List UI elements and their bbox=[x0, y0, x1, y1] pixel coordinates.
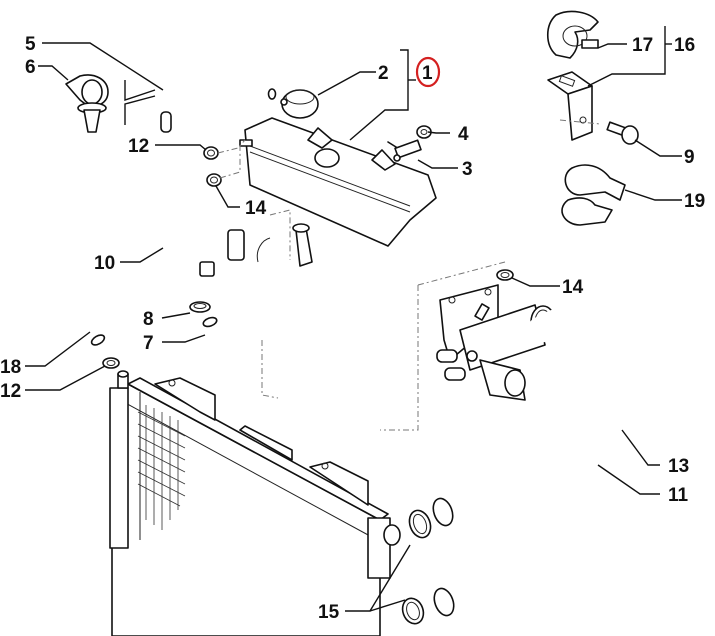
bracket-leader bbox=[124, 80, 156, 101]
double-hose-clip-lower bbox=[561, 164, 626, 226]
hose-clamp bbox=[401, 597, 425, 625]
hose-clamp bbox=[496, 269, 514, 281]
radiator-outlet bbox=[367, 517, 401, 579]
upper-radiator-hose bbox=[527, 305, 645, 455]
callout-3: 3 bbox=[462, 159, 473, 180]
nut bbox=[416, 125, 432, 139]
hose-clamp bbox=[408, 509, 432, 539]
bracket bbox=[547, 71, 593, 141]
hose-clamp bbox=[189, 301, 211, 313]
hose-clamp bbox=[206, 173, 222, 187]
callout-19: 19 bbox=[684, 191, 705, 212]
lower-radiator-hose bbox=[432, 397, 599, 617]
callout-9: 9 bbox=[684, 147, 695, 168]
hose-clamp bbox=[203, 146, 219, 160]
tank-to-radiator-hose bbox=[57, 153, 193, 347]
callout-17: 16 bbox=[674, 35, 695, 56]
callout-13: 13 bbox=[668, 456, 689, 477]
radiator-core-grid bbox=[137, 405, 186, 530]
radiator bbox=[109, 370, 401, 636]
assembly-guide-lines bbox=[217, 119, 601, 431]
level-sensor bbox=[387, 139, 422, 162]
callout-12-upper: 12 bbox=[128, 136, 149, 157]
tank-filler-neck bbox=[314, 148, 340, 168]
short-hose bbox=[202, 316, 264, 386]
double-hose-clip-upper bbox=[546, 10, 599, 59]
callout-1[interactable]: 1 bbox=[422, 63, 433, 84]
callout-6: 6 bbox=[25, 57, 36, 78]
callout-8: 8 bbox=[143, 309, 154, 330]
radiator-mounting-tab bbox=[239, 425, 293, 461]
vent-hose bbox=[160, 61, 277, 133]
coolant-pipe bbox=[256, 223, 450, 335]
bracket-leader bbox=[124, 95, 156, 125]
callout-10: 10 bbox=[94, 253, 115, 274]
radiator-mounting-tab bbox=[309, 461, 369, 506]
hose-t-connector bbox=[199, 229, 245, 277]
callout-leaders bbox=[25, 26, 682, 612]
callout-14-lower: 14 bbox=[562, 277, 584, 298]
hose-clamp bbox=[102, 357, 120, 369]
bolt bbox=[606, 121, 639, 145]
callout-12-lower: 12 bbox=[0, 381, 21, 402]
callout-4: 4 bbox=[458, 124, 469, 145]
callout-15: 15 bbox=[318, 602, 340, 623]
highlight-circle bbox=[415, 56, 441, 88]
hose-retaining-clip bbox=[65, 74, 109, 133]
expansion-tank bbox=[239, 117, 437, 247]
callout-16: 18 bbox=[0, 357, 21, 378]
radiator-mounting-tab bbox=[154, 377, 216, 421]
callout-2: 2 bbox=[378, 63, 389, 84]
heater-bypass-hose bbox=[161, 180, 392, 407]
callout-14-upper: 14 bbox=[245, 198, 267, 219]
callout-11: 11 bbox=[668, 485, 689, 506]
radiator-filler-neck bbox=[117, 370, 129, 389]
tank-cap bbox=[280, 89, 319, 119]
callout-5: 5 bbox=[25, 34, 36, 55]
callout-7: 7 bbox=[143, 333, 154, 354]
callout-1-highlighted[interactable]: 1 bbox=[415, 56, 441, 88]
callout-18: 17 bbox=[632, 35, 653, 56]
